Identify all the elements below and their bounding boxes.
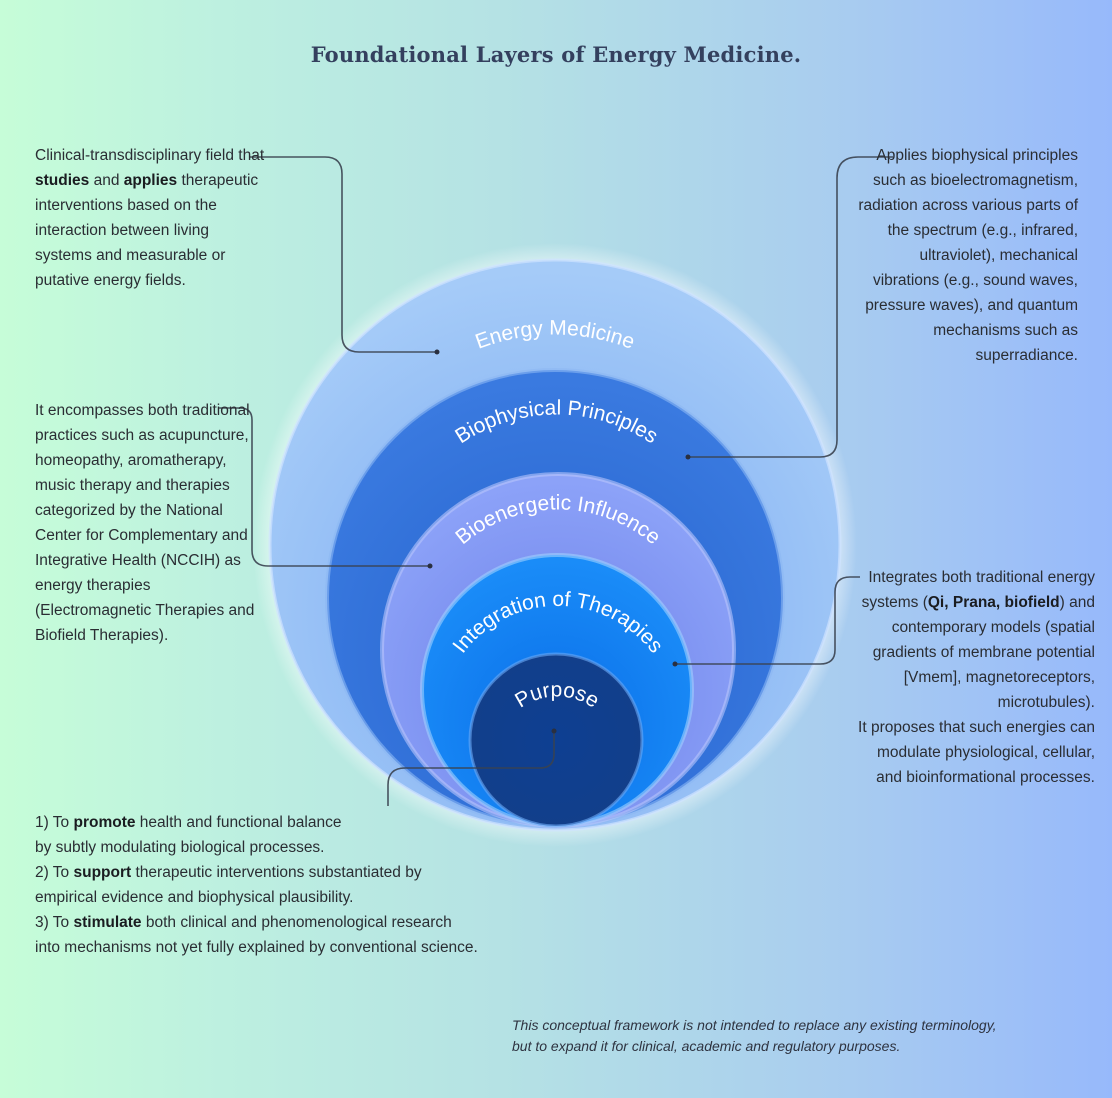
diagram-title: Foundational Layers of Energy Medicine. bbox=[310, 42, 802, 67]
purpose-continuation: by subtly modulating biological processe… bbox=[35, 839, 325, 856]
text-segment: therapeutic interventions based on the i… bbox=[35, 172, 259, 289]
footnote-line-2: but to expand it for clinical, academic … bbox=[512, 1038, 901, 1054]
description-energy-medicine: Clinical-transdisciplinary field that st… bbox=[35, 143, 265, 293]
integration-paragraph-2: It proposes that such energies can modul… bbox=[858, 719, 1095, 786]
text-segment: Integrates both traditional energy syste… bbox=[861, 569, 1095, 611]
purpose-list: 1) To promote health and functional bala… bbox=[35, 810, 595, 960]
connector-energy-medicine bbox=[250, 156, 437, 353]
purpose-text: therapeutic interventions substantiated … bbox=[131, 864, 422, 881]
connector-dot-bioenergetic-influence bbox=[427, 563, 433, 569]
integration-paragraph-1: Integrates both traditional energy syste… bbox=[855, 565, 1095, 715]
connector-purpose bbox=[387, 731, 555, 806]
purpose-item: 1) To promote health and functional bala… bbox=[35, 810, 595, 835]
connector-dot-energy-medicine bbox=[434, 349, 440, 355]
purpose-number: 3) To bbox=[35, 914, 74, 931]
text-segment: and bbox=[89, 172, 124, 189]
purpose-text: both clinical and phenomenological resea… bbox=[141, 914, 452, 931]
purpose-verb: support bbox=[73, 864, 132, 881]
purpose-number: 2) To bbox=[35, 864, 74, 881]
connector-biophysical-principles bbox=[688, 156, 893, 458]
purpose-text: health and functional balance bbox=[135, 814, 342, 831]
description-bioenergetic-influence: It encompasses both traditional practice… bbox=[35, 402, 255, 644]
connector-dot-integration-of-therapies bbox=[672, 661, 678, 667]
purpose-item: 2) To support therapeutic interventions … bbox=[35, 860, 595, 885]
purpose-verb: promote bbox=[73, 814, 136, 831]
connector-bioenergetic-influence bbox=[218, 407, 430, 567]
purpose-verb: stimulate bbox=[73, 914, 142, 931]
description-integration-of-therapies: Integrates both traditional energy syste… bbox=[855, 565, 1095, 790]
emphasis-text: applies bbox=[123, 172, 178, 189]
emphasis-text: Qi, Prana, biofield bbox=[927, 594, 1060, 611]
emphasis-text: studies bbox=[35, 172, 90, 189]
text-segment: ) and contemporary models (spatial gradi… bbox=[872, 594, 1095, 711]
connector-dot-purpose bbox=[551, 728, 557, 734]
purpose-number: 1) To bbox=[35, 814, 74, 831]
layer-purpose bbox=[468, 652, 644, 828]
purpose-continuation: empirical evidence and biophysical plaus… bbox=[35, 889, 354, 906]
purpose-item: 3) To stimulate both clinical and phenom… bbox=[35, 910, 595, 935]
connector-dot-biophysical-principles bbox=[685, 454, 691, 460]
footnote-line-1: This conceptual framework is not intende… bbox=[512, 1017, 997, 1033]
text-segment: Clinical-transdisciplinary field that bbox=[35, 147, 265, 164]
description-biophysical-principles: Applies biophysical principles such as b… bbox=[858, 147, 1078, 364]
connector-integration-of-therapies bbox=[675, 576, 860, 665]
footnote: This conceptual framework is not intende… bbox=[512, 1015, 1102, 1057]
purpose-continuation: into mechanisms not yet fully explained … bbox=[35, 939, 478, 956]
